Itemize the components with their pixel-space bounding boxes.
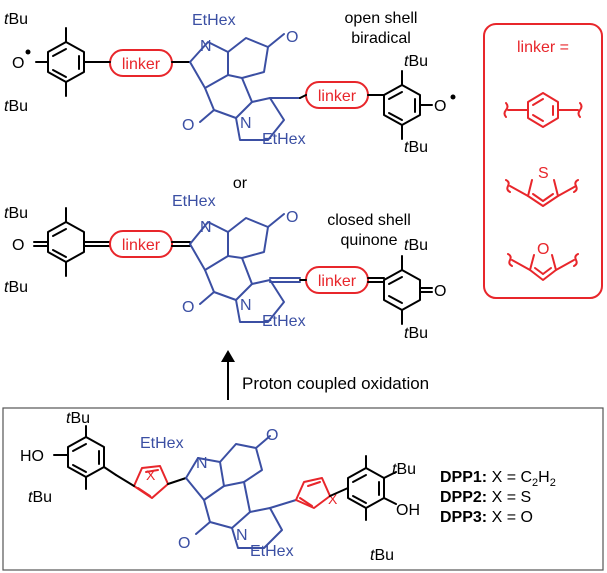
open-shell-label: open shell <box>345 10 418 27</box>
oxygen-label: O <box>12 237 24 254</box>
n-label: N <box>240 297 252 314</box>
ethex-label: EtHex <box>140 435 184 452</box>
sulfur-label: S <box>538 165 549 182</box>
ethex-label: EtHex <box>262 313 306 330</box>
tbu-label: tBu <box>66 410 90 427</box>
linker-label: linker <box>318 88 357 105</box>
tbu-label: tBu <box>28 489 52 506</box>
carbonyl-o: O <box>178 535 190 552</box>
n-label: N <box>200 219 212 236</box>
biradical-label: biradical <box>351 30 411 47</box>
compound-dpp2: DPP2: X = S <box>440 489 531 506</box>
tbu-label: tBu <box>4 98 28 115</box>
x-label: X <box>328 491 338 507</box>
furan-icon <box>529 254 557 281</box>
biradical-structure: tBu tBu O linker EtHex N O O N EtHex lin… <box>4 10 456 156</box>
tbu-label: tBu <box>4 11 28 28</box>
n-label: N <box>236 527 248 544</box>
tbu-label: tBu <box>392 461 416 478</box>
closed-shell-label: closed shell <box>327 212 411 229</box>
linker-box <box>109 230 173 258</box>
oxygen-hetero-label: O <box>537 241 549 258</box>
linker-label: linker <box>122 237 161 254</box>
linker-label: linker <box>122 56 161 73</box>
dpp-core <box>189 41 229 89</box>
tbu-label: tBu <box>404 139 428 156</box>
x-label: X <box>146 467 156 483</box>
tbu-label: tBu <box>404 237 428 254</box>
quinone-label: quinone <box>341 232 398 249</box>
compound-dpp3: DPP3: X = O <box>440 509 533 526</box>
ethex-label: EtHex <box>262 131 306 148</box>
carbonyl-o: O <box>266 427 278 444</box>
oxygen-label: O <box>434 283 446 300</box>
ho-label: HO <box>20 448 44 465</box>
dpp-series-box: tBu HO tBu X EtHex N O O N EtHex X tBu O… <box>2 407 604 571</box>
oh-label: OH <box>396 502 420 519</box>
tbu-label: tBu <box>370 547 394 564</box>
legend-box <box>483 23 603 299</box>
carbonyl-o: O <box>182 299 194 316</box>
compound-list: DPP1: X = C2H2 DPP2: X = S DPP3: X = O <box>440 469 556 526</box>
right-quinone-ring <box>383 269 421 311</box>
n-label: N <box>240 115 252 132</box>
tbu-label: tBu <box>4 279 28 296</box>
ethex-label: EtHex <box>172 193 216 210</box>
or-label: or <box>233 175 248 192</box>
n-label: N <box>200 38 212 55</box>
carbonyl-o: O <box>182 117 194 134</box>
arrow-head <box>221 350 235 362</box>
ethex-label: EtHex <box>192 12 236 29</box>
phenylene-icon <box>527 92 559 128</box>
dpp-core <box>189 221 229 271</box>
thiophene-icon <box>527 179 559 207</box>
oxygen-label: O <box>12 55 24 72</box>
carbonyl-o: O <box>286 209 298 226</box>
tbu-label: tBu <box>404 325 428 342</box>
quinone-structure: tBu tBu O linker EtHex N O O N EtHex lin… <box>4 193 446 342</box>
reaction-arrow: Proton coupled oxidation <box>221 350 429 400</box>
radical-dot <box>25 49 31 55</box>
carbonyl-o: O <box>286 29 298 46</box>
n-label: N <box>196 455 208 472</box>
tbu-label: tBu <box>4 205 28 222</box>
ethex-label: EtHex <box>250 543 294 560</box>
linker-label: linker <box>318 273 357 290</box>
linker-eq-label: linker = <box>517 39 569 56</box>
series-frame <box>2 407 604 571</box>
heteroaryl-ring <box>295 477 331 509</box>
linker-legend: linker = S O <box>483 23 603 299</box>
dpp-core <box>185 457 225 501</box>
radical-dot <box>450 94 456 100</box>
oxygen-label: O <box>434 98 446 115</box>
arrow-label: Proton coupled oxidation <box>242 374 429 393</box>
tbu-label: tBu <box>404 53 428 70</box>
compound-dpp1: DPP1: X = C2H2 <box>440 469 556 489</box>
